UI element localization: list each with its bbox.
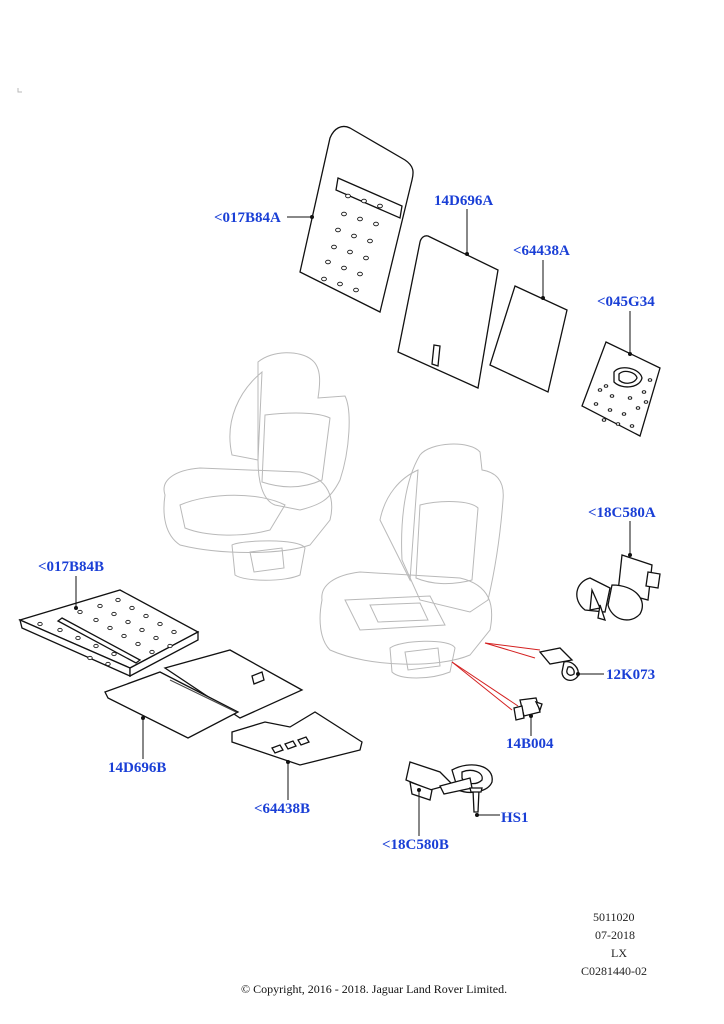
perforation-hole — [335, 227, 341, 233]
perforation-hole — [341, 265, 347, 271]
perforation-hole — [135, 641, 141, 647]
perforation-hole — [171, 629, 177, 635]
cushion-pad-holes — [37, 597, 177, 667]
perforation-hole — [77, 609, 83, 615]
copyright-notice: © Copyright, 2016 - 2018. Jaguar Land Ro… — [241, 982, 507, 996]
backrest-mat-part — [489, 285, 568, 393]
diagram-reference: C0281440-02 — [581, 964, 647, 978]
perforation-hole — [325, 259, 331, 265]
diagram-number: 5011020 — [593, 910, 635, 924]
perforation-hole — [647, 378, 653, 382]
perforation-hole — [149, 649, 155, 655]
perforation-hole — [139, 627, 145, 633]
backrest-fan-part — [576, 554, 661, 621]
perforation-hole — [153, 635, 159, 641]
cushion-pad-part — [18, 589, 200, 678]
callout-backrest-fan[interactable]: <18C580A — [588, 505, 656, 521]
perforation-hole — [373, 221, 379, 227]
perforation-hole — [643, 400, 649, 404]
callout-connector[interactable]: 12K073 — [606, 667, 655, 683]
callout-cushion-mat[interactable]: <64438B — [254, 801, 310, 817]
perforation-hole — [341, 211, 347, 217]
perforation-hole — [337, 281, 343, 287]
perforation-hole — [107, 625, 113, 631]
lumbar-module-part — [581, 341, 661, 437]
corner-mark — [17, 88, 22, 93]
perforation-hole — [593, 402, 599, 406]
seat-outline-front — [319, 443, 504, 679]
callout-cushion-heater[interactable]: 14D696B — [108, 760, 166, 776]
perforation-hole — [57, 627, 63, 633]
perforation-hole — [627, 396, 633, 400]
perforation-hole — [347, 249, 353, 255]
perforation-hole — [321, 276, 327, 282]
perforation-hole — [615, 422, 621, 426]
connector-part — [538, 647, 579, 682]
perforation-hole — [121, 633, 127, 639]
perforation-hole — [37, 621, 43, 627]
perforation-hole — [363, 255, 369, 261]
perforation-hole — [111, 651, 117, 657]
perforation-hole — [361, 198, 367, 204]
perforation-hole — [357, 271, 363, 277]
perforation-hole — [115, 597, 121, 603]
cushion-heater-part — [104, 649, 304, 739]
perforation-hole — [597, 388, 603, 392]
callout-backrest-mat[interactable]: <64438A — [513, 243, 570, 259]
callout-cushion-pad[interactable]: <017B84B — [38, 559, 104, 575]
perforation-hole — [167, 643, 173, 649]
perforation-hole — [105, 661, 111, 667]
perforation-hole — [353, 287, 359, 293]
callout-lumbar-module[interactable]: <045G34 — [597, 294, 655, 310]
perforation-hole — [111, 611, 117, 617]
perforation-hole — [129, 605, 135, 611]
perforation-hole — [331, 244, 337, 250]
sensor-part — [513, 697, 543, 721]
seat-outline-rear — [163, 352, 350, 581]
perforation-hole — [607, 408, 613, 412]
backrest-heater-part — [397, 235, 499, 389]
perforation-hole — [143, 613, 149, 619]
diagram-date: 07-2018 — [595, 928, 635, 942]
perforation-hole — [157, 621, 163, 627]
callout-backrest-heater[interactable]: 14D696A — [434, 193, 493, 209]
perforation-hole — [345, 193, 351, 199]
perforation-hole — [125, 619, 131, 625]
perforation-hole — [621, 412, 627, 416]
perforation-hole — [377, 203, 383, 209]
perforation-hole — [87, 655, 93, 661]
perforation-hole — [603, 384, 609, 388]
perforation-hole — [351, 233, 357, 239]
perforation-hole — [97, 603, 103, 609]
perforation-hole — [93, 643, 99, 649]
cushion-fan-part — [405, 761, 493, 801]
callout-backrest-pad[interactable]: <017B84A — [214, 210, 281, 226]
lumbar-module-holes — [593, 378, 653, 428]
location-lines — [451, 642, 541, 711]
cushion-mat-part — [231, 711, 363, 766]
perforation-hole — [93, 617, 99, 623]
diagram-model: LX — [611, 946, 627, 960]
perforation-hole — [629, 424, 635, 428]
callout-sensor[interactable]: 14B004 — [506, 736, 554, 752]
perforation-hole — [367, 238, 373, 244]
perforation-hole — [635, 406, 641, 410]
perforation-hole — [641, 390, 647, 394]
leader-lines — [74, 209, 632, 836]
screw-part — [469, 787, 483, 813]
callout-cushion-fan[interactable]: <18C580B — [382, 837, 449, 853]
perforation-hole — [601, 418, 607, 422]
callout-screw[interactable]: HS1 — [501, 810, 529, 826]
perforation-hole — [357, 216, 363, 222]
backrest-pad-part — [299, 125, 414, 313]
perforation-hole — [75, 635, 81, 641]
backrest-pad-holes — [321, 193, 383, 293]
perforation-hole — [609, 394, 615, 398]
